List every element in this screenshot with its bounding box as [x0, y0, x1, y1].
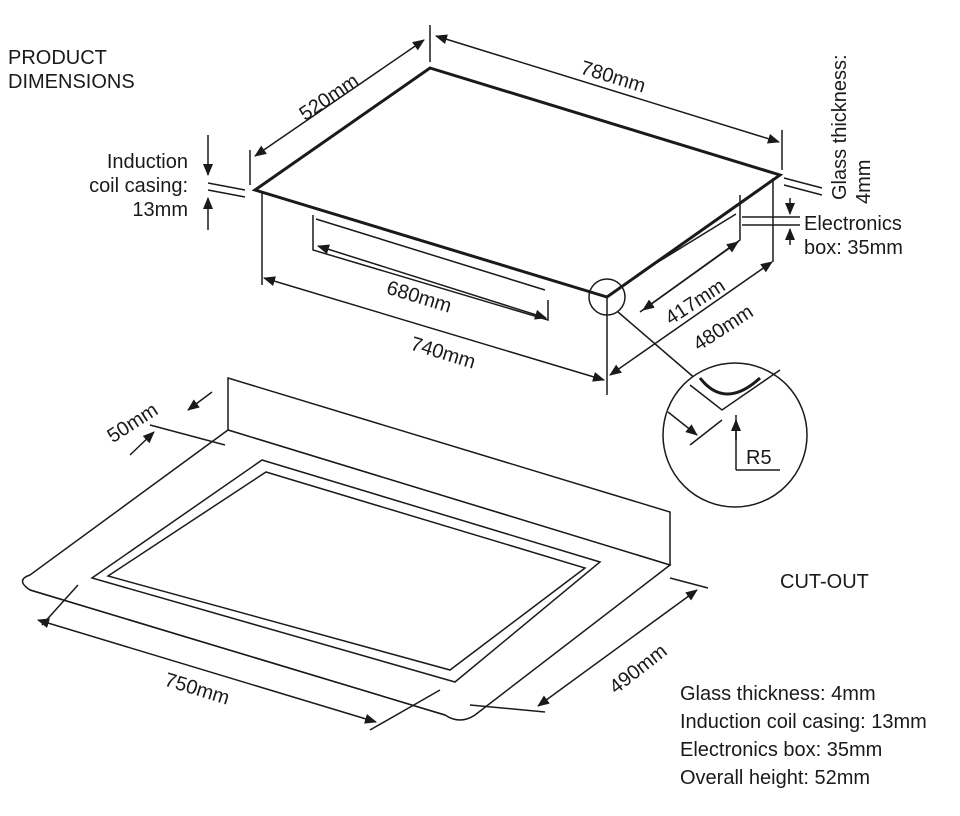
spec-coil: Induction coil casing: 13mm [680, 711, 927, 733]
coil-casing-line-1: Induction [106, 151, 188, 173]
glass-thickness-line-2: 4mm [853, 159, 875, 204]
spec-overall-height: Overall height: 52mm [680, 767, 871, 789]
radius-detail [662, 362, 808, 508]
electronics-line-1: Electronics [804, 213, 902, 235]
radius-label: R5 [746, 447, 772, 469]
coil-casing-line-3: 13mm [132, 199, 188, 221]
specs-list: Glass thickness: 4mm Induction coil casi… [680, 680, 927, 792]
hob-dimensions [203, 25, 823, 382]
spec-electronics: Electronics box: 35mm [680, 739, 883, 761]
cutout-title: CUT-OUT [780, 571, 869, 593]
cutout-dimensions [37, 391, 709, 731]
electronics-line-2: box: 35mm [804, 237, 903, 259]
header-line-1: PRODUCT [8, 47, 107, 69]
header-line-2: DIMENSIONS [8, 71, 135, 93]
coil-casing-line-2: coil casing: [89, 175, 188, 197]
spec-glass: Glass thickness: 4mm [680, 683, 876, 705]
glass-thickness-line-1: Glass thickness: [829, 54, 851, 200]
